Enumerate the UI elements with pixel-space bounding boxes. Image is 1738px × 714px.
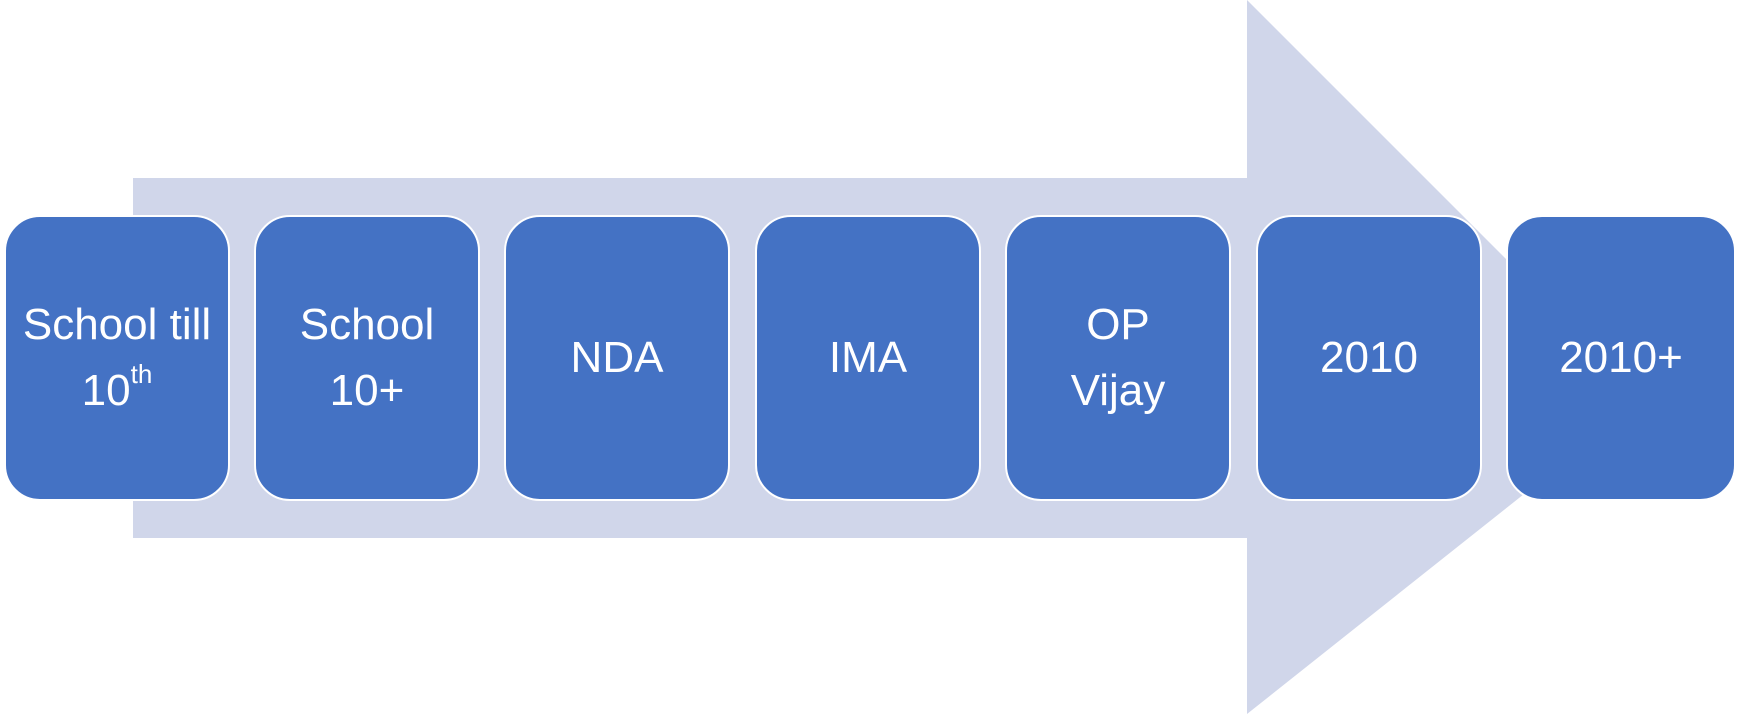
step-label: 2010 xyxy=(1320,333,1418,382)
step-label: OP Vijay xyxy=(1070,300,1166,415)
step-label: NDA xyxy=(570,333,664,382)
step-ima: IMA xyxy=(755,215,981,501)
step-text: School till 10 xyxy=(22,300,212,415)
step-label: School till 10th xyxy=(6,292,228,424)
step-nda: NDA xyxy=(504,215,730,501)
step-label: IMA xyxy=(828,333,908,382)
step-school-10-plus: School 10+ xyxy=(254,215,480,501)
step-label: 2010+ xyxy=(1559,333,1683,382)
step-op-vijay: OP Vijay xyxy=(1005,215,1231,501)
superscript: th xyxy=(130,359,153,389)
step-school-till-10th: School till 10th xyxy=(4,215,230,501)
step-2010: 2010 xyxy=(1256,215,1482,501)
step-label: School 10+ xyxy=(299,300,435,415)
step-2010-plus: 2010+ xyxy=(1506,215,1736,501)
